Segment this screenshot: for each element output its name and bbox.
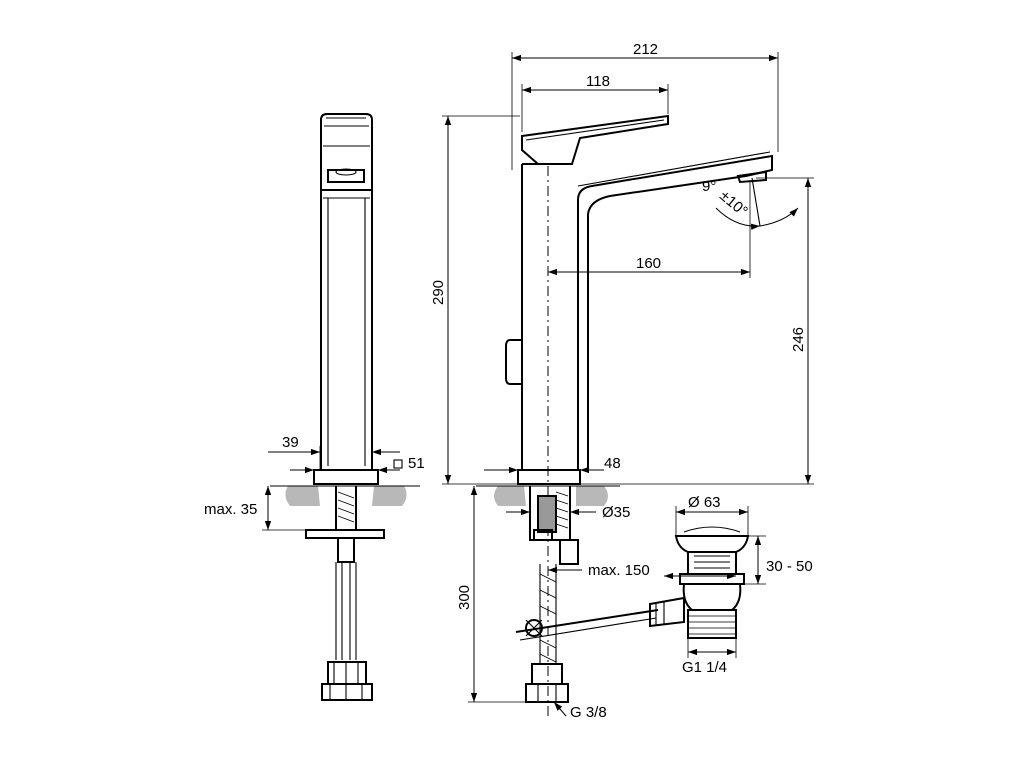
- square-symbol: [393, 459, 403, 469]
- dim-39: 39: [282, 434, 299, 451]
- waste-drain: [649, 526, 750, 639]
- dim-diameter-35: Ø35: [602, 504, 630, 521]
- dimension-lines: [262, 52, 814, 717]
- dim-48: 48: [604, 455, 621, 472]
- dim-30-50: 30 - 50: [766, 558, 813, 575]
- dim-max-150: max. 150: [588, 562, 650, 579]
- dim-g-3-8: G 3/8: [570, 704, 607, 721]
- dim-g1-1-4: G1 1/4: [682, 659, 727, 676]
- dim-angle-10: ±10°: [716, 187, 751, 220]
- dim-max-35: max. 35: [204, 501, 257, 518]
- dim-51: 51: [408, 455, 425, 472]
- dim-160: 160: [636, 255, 661, 272]
- dim-300: 300: [456, 585, 473, 610]
- dim-290: 290: [430, 280, 447, 305]
- side-view: [270, 113, 420, 701]
- dimension-labels: 212 118 290 246 160 9° ±10° 39 51 48 max…: [204, 41, 813, 721]
- dim-angle-9: 9°: [702, 178, 716, 195]
- dim-diameter-63: Ø 63: [688, 494, 721, 511]
- dim-246: 246: [790, 327, 807, 352]
- dim-118: 118: [586, 73, 610, 90]
- dim-212: 212: [633, 41, 658, 58]
